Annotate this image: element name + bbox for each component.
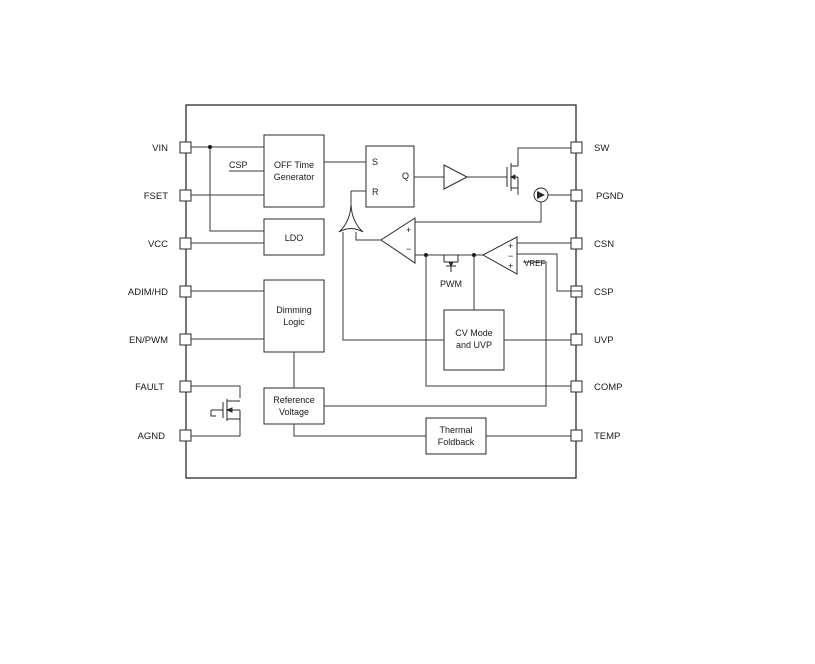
amp-plus-top-sign: + xyxy=(508,241,513,251)
or-gate xyxy=(338,204,364,233)
ldo-block: LDO xyxy=(263,218,325,256)
pin-label-csp: CSP xyxy=(594,287,614,298)
pin-label-temp: TEMP xyxy=(594,431,620,442)
off-time-generator-block: OFF Time Generator xyxy=(263,134,325,208)
pin-sw xyxy=(570,141,583,154)
latch-s-label: S xyxy=(372,157,378,167)
pin-en-pwm xyxy=(179,333,192,346)
current-sense-source xyxy=(533,187,549,203)
pin-comp xyxy=(570,380,583,393)
off-time-label-line2: Generator xyxy=(274,172,315,182)
dimming-logic-block: Dimming Logic xyxy=(263,279,325,353)
pin-label-pgnd: PGND xyxy=(596,191,624,202)
internal-csp-label: CSP xyxy=(229,160,248,170)
wires xyxy=(191,146,582,437)
cv-mode-label-line1: CV Mode xyxy=(455,328,493,338)
pin-label-csn: CSN xyxy=(594,239,614,250)
junction-vin xyxy=(208,145,212,149)
pin-label-fault: FAULT xyxy=(135,382,164,393)
comp1-plus-sign: + xyxy=(406,225,411,235)
reference-voltage-block: Reference Voltage xyxy=(263,387,325,425)
reference-label-line2: Voltage xyxy=(279,407,309,417)
dimming-label-line1: Dimming xyxy=(276,305,312,315)
vref-label: VREF xyxy=(524,259,545,268)
pwm-switch-label: PWM xyxy=(440,279,462,289)
pin-fault xyxy=(179,380,192,393)
latch-r-label: R xyxy=(372,187,379,197)
pin-label-sw: SW xyxy=(594,143,609,154)
thermal-foldback-block: Thermal Foldback xyxy=(425,417,487,455)
junction-cv-node xyxy=(472,253,476,257)
pin-label-uvp: UVP xyxy=(594,335,614,346)
amp-plus-bottom-sign: + xyxy=(508,261,513,271)
left-pins: VIN FSET VCC ADIM/HD EN/PWM FAULT AGND xyxy=(128,141,192,442)
pin-uvp xyxy=(570,333,583,346)
pin-label-fset: FSET xyxy=(144,191,168,202)
latch-q-label: Q xyxy=(402,171,409,181)
junction-comp-node xyxy=(424,253,428,257)
peak-current-comparator: + − xyxy=(380,217,416,264)
pin-label-vcc: VCC xyxy=(148,239,168,250)
thermal-label-line2: Foldback xyxy=(438,437,475,447)
pin-agnd xyxy=(179,429,192,442)
pin-pgnd xyxy=(570,189,583,202)
pin-label-vin: VIN xyxy=(152,143,168,154)
ldo-label: LDO xyxy=(285,233,304,243)
pin-label-agnd: AGND xyxy=(138,431,166,442)
thermal-label-line1: Thermal xyxy=(439,425,472,435)
error-amplifier: + − + xyxy=(481,236,518,275)
pin-label-en-pwm: EN/PWM xyxy=(129,335,168,346)
pin-fset xyxy=(179,189,192,202)
pin-label-comp: COMP xyxy=(594,382,623,393)
pin-label-adim-hd: ADIM/HD xyxy=(128,287,168,298)
pin-adim-hd xyxy=(179,285,192,298)
pwm-switch-symbol xyxy=(443,255,459,272)
gate-driver-buffer xyxy=(443,164,469,190)
pin-temp xyxy=(570,429,583,442)
power-mosfet-symbol xyxy=(506,160,519,191)
fault-mosfet-symbol xyxy=(210,399,241,423)
cv-mode-uvp-block: CV Mode and UVP xyxy=(443,309,505,371)
off-time-label-line1: OFF Time xyxy=(274,160,314,170)
comp1-minus-sign: − xyxy=(406,244,411,254)
right-pins: SW PGND CSN CSP UVP COMP TEMP xyxy=(570,141,624,442)
amp-minus-sign: − xyxy=(508,251,513,261)
reference-label-line1: Reference xyxy=(273,395,315,405)
pin-csn xyxy=(570,237,583,250)
pin-vin xyxy=(179,141,192,154)
sr-latch-block: S R Q xyxy=(365,145,415,208)
dimming-label-line2: Logic xyxy=(283,317,305,327)
pin-vcc xyxy=(179,237,192,250)
cv-mode-label-line2: and UVP xyxy=(456,340,492,350)
